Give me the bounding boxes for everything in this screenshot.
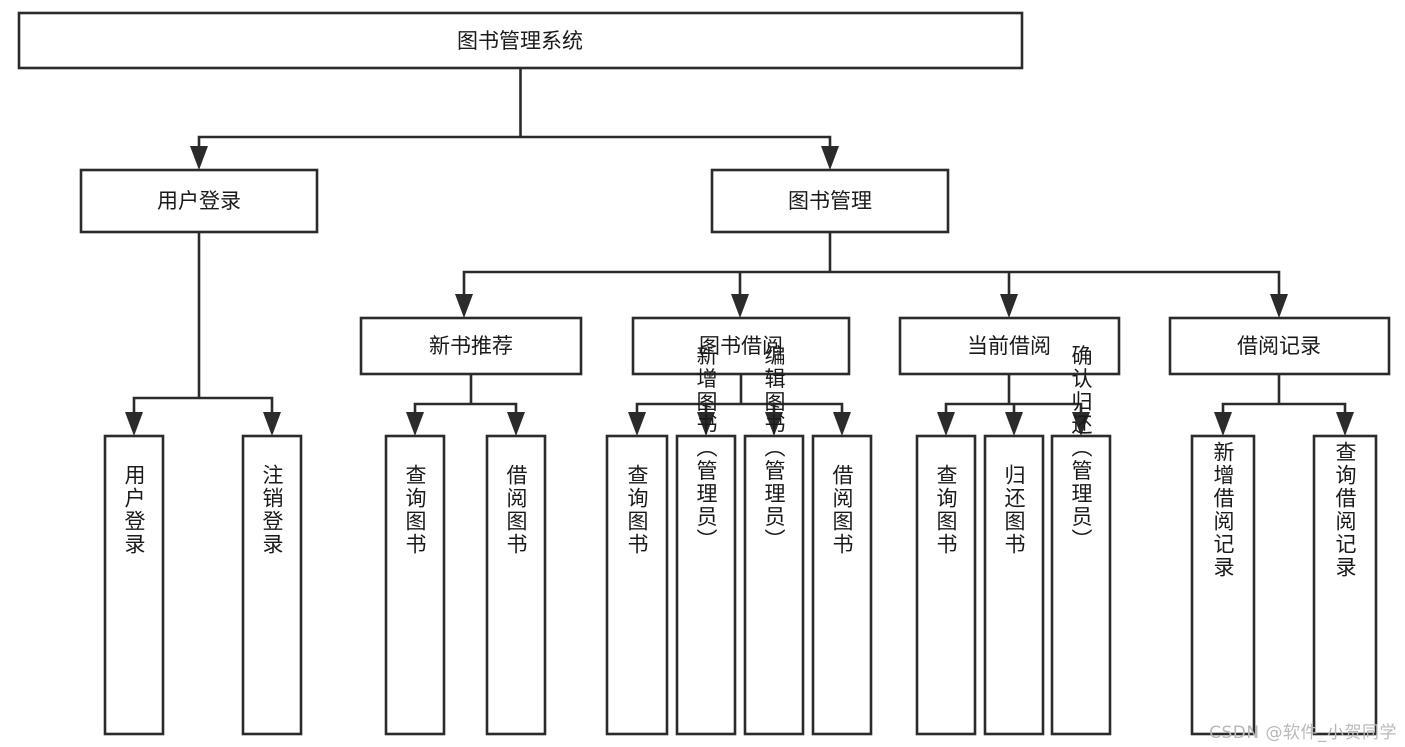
edge-current-bus bbox=[944, 372, 1083, 420]
node-box bbox=[983, 434, 1045, 736]
node-box bbox=[710, 168, 950, 234]
arrow-current-to-return bbox=[1005, 412, 1023, 436]
arrow-bookmanage-to-current bbox=[1000, 294, 1018, 318]
node-label: 新增图书（管理员） bbox=[694, 345, 718, 552]
arrow-borrow-to-query bbox=[628, 412, 646, 436]
connector-layer bbox=[125, 66, 1354, 436]
node-box bbox=[631, 316, 851, 376]
node-box bbox=[384, 434, 446, 736]
node-label: 查询借阅记录 bbox=[1333, 441, 1357, 579]
node-label: 借阅图书 bbox=[830, 464, 854, 556]
arrow-current-to-confirm bbox=[1072, 412, 1090, 436]
node-box bbox=[79, 168, 319, 234]
edge-newbook-bus bbox=[413, 372, 518, 420]
node-leaf-lend-book[interactable]: 借阅图书 bbox=[811, 434, 873, 736]
node-box bbox=[675, 434, 737, 736]
node-box bbox=[811, 434, 873, 736]
node-book-borrow[interactable]: 图书借阅 bbox=[631, 316, 851, 376]
node-box bbox=[743, 434, 805, 736]
edge-records-bus bbox=[1221, 372, 1347, 420]
node-leaf-query-book-borrow[interactable]: 查询图书 bbox=[605, 434, 669, 736]
node-label: 新书推荐 bbox=[429, 334, 513, 358]
node-box bbox=[485, 434, 547, 736]
node-leaf-logout[interactable]: 注销登录 bbox=[241, 434, 303, 736]
node-label: 查询图书 bbox=[403, 464, 427, 556]
node-box bbox=[1050, 434, 1112, 736]
node-leaf-edit-book-admin[interactable]: 编辑图书（管理员） bbox=[743, 345, 805, 736]
arrow-records-to-query bbox=[1336, 412, 1354, 436]
arrow-bookmanage-to-newbook bbox=[455, 294, 473, 318]
arrow-bookmanage-to-borrow bbox=[731, 294, 749, 318]
node-box bbox=[1190, 434, 1256, 736]
arrow-root-to-user-login bbox=[190, 146, 208, 170]
node-box bbox=[103, 434, 165, 736]
node-leaf-borrow-book-newbook[interactable]: 借阅图书 bbox=[485, 434, 547, 736]
node-leaf-confirm-return-admin[interactable]: 确认归还（管理员） bbox=[1050, 345, 1112, 736]
node-current-borrow[interactable]: 当前借阅 bbox=[898, 316, 1121, 376]
node-label: 借阅记录 bbox=[1237, 334, 1321, 358]
arrow-bookmanage-to-records bbox=[1270, 294, 1288, 318]
arrow-current-to-query bbox=[937, 412, 955, 436]
node-label: 查询图书 bbox=[625, 464, 649, 556]
node-label: 图书借阅 bbox=[699, 334, 783, 358]
arrow-borrow-to-add bbox=[697, 412, 715, 436]
node-label: 归还图书 bbox=[1002, 464, 1026, 556]
node-borrow-records[interactable]: 借阅记录 bbox=[1168, 316, 1391, 376]
arrow-userlogin-to-leaf-logout bbox=[263, 412, 281, 436]
arrow-root-to-book-manage bbox=[821, 146, 839, 170]
edge-userlogin-bus bbox=[132, 230, 274, 420]
arrow-newbook-to-borrow bbox=[507, 412, 525, 436]
node-label: 图书管理系统 bbox=[457, 29, 583, 53]
node-label: 图书管理 bbox=[788, 189, 872, 213]
node-user-login[interactable]: 用户登录 bbox=[79, 168, 319, 234]
arrow-borrow-to-lend bbox=[833, 412, 851, 436]
node-leaf-add-book-admin[interactable]: 新增图书（管理员） bbox=[675, 345, 737, 736]
arrow-newbook-to-query bbox=[406, 412, 424, 436]
node-box bbox=[898, 316, 1121, 376]
node-box bbox=[359, 316, 583, 376]
node-leaf-query-borrow-record[interactable]: 查询借阅记录 bbox=[1312, 434, 1378, 736]
node-label: 用户登录 bbox=[122, 464, 146, 556]
node-leaf-return-book[interactable]: 归还图书 bbox=[983, 434, 1045, 736]
node-book-management[interactable]: 图书管理 bbox=[710, 168, 950, 234]
node-label: 用户登录 bbox=[157, 189, 241, 213]
node-leaf-user-login[interactable]: 用户登录 bbox=[103, 434, 165, 736]
node-box bbox=[605, 434, 669, 736]
node-new-book-recommend[interactable]: 新书推荐 bbox=[359, 316, 583, 376]
arrow-records-to-add bbox=[1214, 412, 1232, 436]
node-box bbox=[17, 11, 1024, 70]
node-label: 注销登录 bbox=[260, 464, 284, 556]
node-root-book-management-system[interactable]: 图书管理系统 bbox=[17, 11, 1024, 70]
edge-borrow-bus bbox=[635, 372, 844, 420]
node-box bbox=[915, 434, 977, 736]
node-leaf-add-borrow-record[interactable]: 新增借阅记录 bbox=[1190, 434, 1256, 736]
node-leaf-query-book-current[interactable]: 查询图书 bbox=[915, 434, 977, 736]
edge-bookmanage-bus bbox=[462, 230, 1281, 302]
node-label: 借阅图书 bbox=[504, 464, 528, 556]
node-label: 当前借阅 bbox=[967, 334, 1051, 358]
node-box bbox=[1168, 316, 1391, 376]
node-box bbox=[241, 434, 303, 736]
node-label: 新增借阅记录 bbox=[1211, 441, 1235, 579]
node-label: 编辑图书（管理员） bbox=[762, 345, 786, 552]
edge-root-bus bbox=[197, 66, 832, 154]
node-label: 确认归还（管理员） bbox=[1069, 345, 1093, 552]
node-leaf-query-book-newbook[interactable]: 查询图书 bbox=[384, 434, 446, 736]
node-box bbox=[1312, 434, 1378, 736]
node-label: 查询图书 bbox=[934, 464, 958, 556]
arrow-userlogin-to-leaf-login bbox=[125, 412, 143, 436]
arrow-borrow-to-edit bbox=[765, 412, 783, 436]
